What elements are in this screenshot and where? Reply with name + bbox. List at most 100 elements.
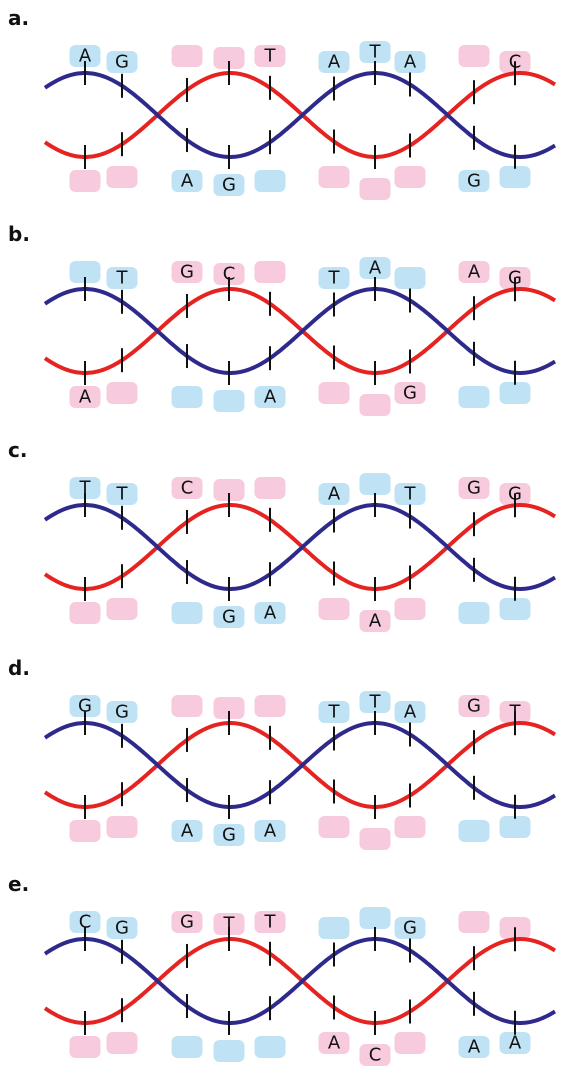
blue-base-box — [254, 1036, 286, 1058]
base-pair-box-top: A — [458, 261, 490, 283]
base-letter: C — [181, 478, 194, 499]
blue-base-box — [69, 261, 101, 283]
dna-panel-1: a.AGTATACAGG — [0, 0, 561, 216]
dna-panel-2: b.TGCTAAGAAG — [0, 216, 561, 432]
pink-base-box — [359, 610, 391, 632]
base-letter: A — [404, 52, 417, 73]
base-pair-box-top: T — [359, 41, 391, 63]
dna-helix-diagram: GGTTAGTAGA — [43, 691, 557, 850]
panel-label: d. — [8, 656, 30, 680]
base-letter: A — [369, 258, 382, 279]
pink-base-box — [458, 911, 490, 933]
base-pair-box-bottom — [69, 1036, 101, 1058]
pink-base-box — [394, 166, 426, 188]
blue-strand — [43, 721, 557, 809]
base-pair-box-bottom: A — [254, 386, 286, 408]
base-letter: A — [369, 611, 382, 632]
base-letter: C — [223, 264, 236, 285]
blue-base-box — [69, 911, 101, 933]
base-letter: C — [369, 1045, 382, 1066]
base-pair-box-top — [171, 45, 203, 67]
blue-base-box — [213, 174, 245, 196]
base-pair-box-top: A — [359, 257, 391, 279]
base-letter: T — [328, 702, 341, 723]
panel-label: c. — [8, 438, 28, 462]
base-letter: G — [403, 918, 417, 939]
blue-strand — [43, 287, 557, 375]
base-pair-box-top — [213, 47, 245, 69]
base-pair-box-top: G — [458, 695, 490, 717]
blue-base-box — [254, 602, 286, 624]
blue-base-box — [359, 907, 391, 929]
pink-base-box — [394, 816, 426, 838]
base-pair-box-bottom: G — [213, 824, 245, 846]
base-pair-box-bottom — [106, 166, 138, 188]
base-letter: G — [222, 175, 236, 196]
base-letter: A — [468, 262, 481, 283]
pink-base-box — [254, 477, 286, 499]
pink-base-box — [171, 45, 203, 67]
pink-base-box — [69, 602, 101, 624]
blue-strand — [43, 937, 557, 1025]
base-letter: A — [264, 821, 277, 842]
base-letter: A — [468, 1037, 481, 1058]
base-pair-box-top: A — [394, 701, 426, 723]
base-letter: G — [222, 825, 236, 846]
blue-base-box — [359, 473, 391, 495]
base-letter: T — [79, 478, 92, 499]
base-pair-box-top: T — [69, 477, 101, 499]
base-pair-box-bottom — [499, 598, 531, 620]
base-letter: T — [264, 46, 277, 67]
base-pair-box-bottom — [69, 820, 101, 842]
blue-base-box — [359, 691, 391, 713]
base-pair-box-top — [69, 261, 101, 283]
blue-base-box — [318, 917, 350, 939]
base-pair-box-top: T — [106, 267, 138, 289]
blue-base-box — [254, 820, 286, 842]
blue-base-box — [106, 267, 138, 289]
base-pair-box-bottom — [106, 382, 138, 404]
blue-base-box — [359, 257, 391, 279]
base-pair-box-bottom — [318, 816, 350, 838]
base-pair-box-top — [394, 267, 426, 289]
base-letter: G — [180, 262, 194, 283]
base-pair-box-bottom — [254, 170, 286, 192]
pink-base-box — [106, 598, 138, 620]
pink-base-box — [318, 166, 350, 188]
base-pair-box-top: T — [318, 701, 350, 723]
base-letter: T — [223, 914, 236, 935]
base-pair-box-top — [254, 477, 286, 499]
base-pair-box-bottom — [458, 386, 490, 408]
base-letter: A — [328, 484, 341, 505]
base-pair-box-top — [458, 911, 490, 933]
base-pair-box-top — [359, 907, 391, 929]
base-pair-box-top: C — [213, 263, 245, 285]
dna-helix-diagram: TGCTAAGAAG — [43, 257, 557, 416]
blue-base-box — [458, 386, 490, 408]
pink-base-box — [69, 1036, 101, 1058]
base-pair-box-top: G — [69, 695, 101, 717]
base-letter: A — [328, 52, 341, 73]
blue-base-box — [171, 170, 203, 192]
base-letter: C — [79, 912, 92, 933]
pink-base-box — [254, 261, 286, 283]
base-letter: A — [79, 387, 92, 408]
base-pair-box-bottom — [318, 598, 350, 620]
base-letter: T — [264, 912, 277, 933]
pink-base-box — [359, 394, 391, 416]
base-pair-box-bottom — [359, 828, 391, 850]
base-pair-box-top: C — [69, 911, 101, 933]
base-letter: A — [264, 603, 277, 624]
panel-label: b. — [8, 222, 30, 246]
base-pair-box-bottom — [106, 1032, 138, 1054]
base-pair-box-top: G — [394, 917, 426, 939]
base-letter: T — [369, 42, 382, 63]
red-strand — [43, 937, 557, 1025]
blue-base-box — [106, 51, 138, 73]
base-pair-box-bottom — [318, 382, 350, 404]
base-pair-box-top — [213, 697, 245, 719]
pink-base-box — [318, 816, 350, 838]
blue-base-box — [458, 820, 490, 842]
base-pair-box-top: A — [69, 45, 101, 67]
